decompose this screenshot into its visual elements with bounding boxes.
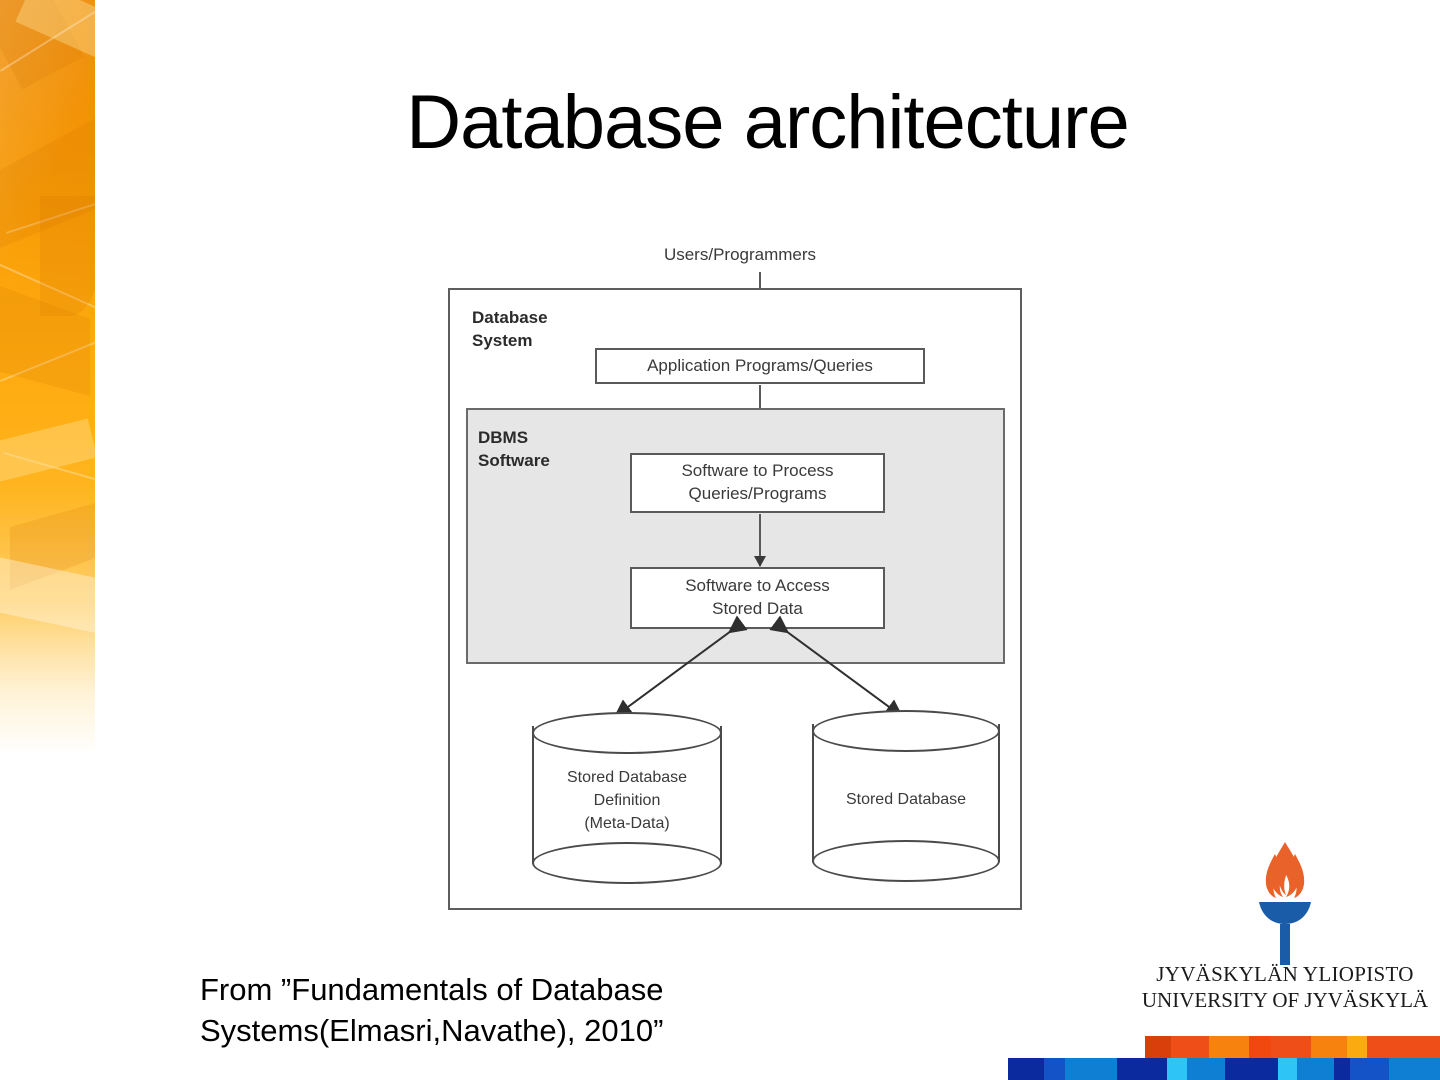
decorative-leaf-band — [0, 0, 95, 1080]
orange-swatch-3 — [1249, 1036, 1271, 1058]
orange-swatch-7 — [1367, 1036, 1440, 1058]
blue-swatch-8 — [1278, 1058, 1297, 1080]
cylinder-store-line1: Stored Database — [845, 791, 967, 808]
blue-swatch-11 — [1350, 1058, 1389, 1080]
cylinder-bottom-ellipse — [812, 840, 1000, 882]
users-programmers-label: Users/Programmers — [663, 245, 817, 264]
blue-swatch-10 — [1333, 1058, 1351, 1080]
blue-swatch-0 — [960, 1058, 1008, 1080]
software-to-access-stored-data-box: Software to Access Stored Data — [630, 567, 885, 629]
blue-swatch-12 — [1388, 1058, 1440, 1080]
orange-swatch-1 — [1171, 1036, 1209, 1058]
page-title: Database architecture — [406, 80, 1130, 165]
cylinder-meta-line2: Definition — [593, 792, 661, 810]
orange-swatch-6 — [1347, 1036, 1367, 1058]
orange-swatch-0 — [1145, 1036, 1171, 1058]
source-citation: From ”Fundamentals of Database Systems(E… — [200, 970, 820, 1052]
blue-swatch-9 — [1296, 1058, 1334, 1080]
university-name: JYVÄSKYLÄN YLIOPISTO UNIVERSITY OF JYVÄS… — [1130, 962, 1440, 1013]
software-to-process-line1: Software to Process — [681, 461, 834, 481]
university-name-fi: JYVÄSKYLÄN YLIOPISTO — [1156, 962, 1414, 986]
blue-swatch-4 — [1116, 1058, 1167, 1080]
dbms-software-label-line2: Software — [478, 450, 550, 470]
blue-color-strip — [960, 1058, 1440, 1080]
blue-swatch-1 — [1007, 1058, 1045, 1080]
cylinder-meta-label: Stored Database Definition (Meta-Data) — [532, 766, 722, 836]
arrow-stored-db-to-access — [769, 615, 904, 718]
software-to-process-line2: Queries/Programs — [688, 484, 827, 503]
application-programs-queries-box: Application Programs/Queries — [595, 348, 925, 384]
software-to-access-line2: Stored Data — [712, 599, 803, 618]
leaf-shade-3 — [40, 196, 95, 316]
database-system-label: Database System — [472, 307, 548, 353]
software-to-process-queries-box: Software to Process Queries/Programs — [630, 453, 885, 513]
cylinder-meta-line3: (Meta-Data) — [584, 815, 670, 833]
university-logo: JYVÄSKYLÄN YLIOPISTO UNIVERSITY OF JYVÄS… — [1130, 840, 1440, 1030]
blue-swatch-7 — [1225, 1058, 1279, 1080]
database-system-label-line1: Database — [472, 308, 548, 327]
orange-swatch-5 — [1311, 1036, 1347, 1058]
orange-swatch-2 — [1209, 1036, 1249, 1058]
blue-swatch-3 — [1064, 1058, 1117, 1080]
university-name-en: UNIVERSITY OF JYVÄSKYLÄ — [1141, 987, 1429, 1012]
arrow-meta-to-access — [613, 615, 748, 718]
database-architecture-diagram: Users/Programmers Database System Applic… — [430, 235, 1050, 925]
cylinder-bottom-ellipse — [532, 842, 722, 884]
torch-icon — [1259, 842, 1311, 965]
leaf-highlight-2 — [0, 418, 95, 482]
cylinder-top-ellipse — [812, 710, 1000, 752]
orange-swatch-4 — [1271, 1036, 1311, 1058]
cylinder-meta-line1: Stored Database — [566, 769, 688, 786]
software-to-access-line1: Software to Access — [685, 576, 830, 596]
stored-database-cylinder: Stored Database — [812, 710, 1000, 882]
blue-swatch-2 — [1044, 1058, 1065, 1080]
database-system-label-line2: System — [472, 330, 533, 350]
citation-line-1: From ”Fundamentals of Database — [200, 972, 664, 1007]
dbms-software-label-line1: DBMS — [478, 428, 529, 447]
dbms-software-label: DBMS Software — [478, 427, 550, 473]
leaf-highlight-3 — [0, 557, 95, 633]
orange-color-strip — [1145, 1036, 1440, 1058]
blue-swatch-5 — [1166, 1058, 1187, 1080]
arrow-process-to-access — [754, 514, 766, 567]
blue-swatch-6 — [1186, 1058, 1226, 1080]
citation-line-2: Systems(Elmasri,Navathe), 2010” — [200, 1012, 664, 1048]
cylinder-store-label: Stored Database — [812, 788, 1000, 811]
cylinder-top-ellipse — [532, 712, 722, 754]
stored-database-definition-cylinder: Stored Database Definition (Meta-Data) — [532, 712, 722, 884]
